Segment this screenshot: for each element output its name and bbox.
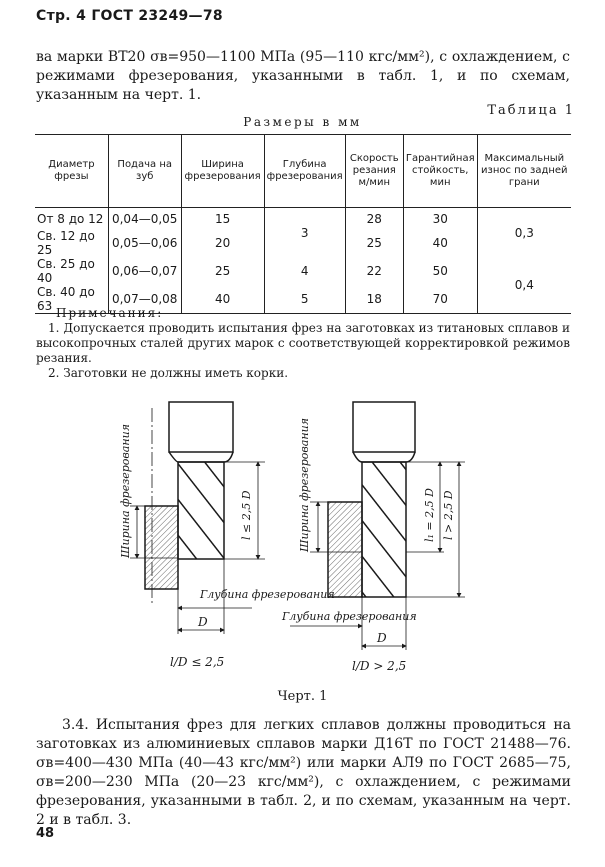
cell-life: 40 <box>402 229 478 257</box>
header-wear: Максимальный износ по задней грани <box>476 134 571 208</box>
note-item: 1. Допускается проводить испытания фрез … <box>36 321 570 365</box>
table-header-row: Диаметр фрезы Подача на зуб Ширина фрезе… <box>35 134 571 208</box>
depth-label: Глубина фрезерования <box>281 610 417 623</box>
cell-speed: 25 <box>344 229 404 257</box>
cell-life: 70 <box>402 285 478 314</box>
cell-speed: 18 <box>344 285 404 314</box>
cell-life: 30 <box>402 207 478 229</box>
cutter-shank <box>168 401 234 453</box>
table-title: Размеры в мм <box>243 115 362 129</box>
header-feed: Подача на зуб <box>107 134 182 208</box>
cutter-body <box>177 461 225 560</box>
cell-depth: 5 <box>263 285 346 314</box>
cell-depth: 3 <box>263 207 346 257</box>
workpiece <box>327 501 363 598</box>
left-scheme: Ширина фрезерования l ≤ 2,5 D Глубина фр… <box>119 401 335 669</box>
right-scheme: Ширина фрезерования l₁ = 2,5 D l > 2,5 D… <box>281 401 465 673</box>
header-life: Гарантийная стойкость, мин <box>402 134 478 208</box>
cell-width: 25 <box>180 257 265 285</box>
section-3-4-paragraph: 3.4. Испытания фрез для легких сплавов д… <box>36 717 571 828</box>
cell-width: 15 <box>180 207 265 229</box>
table-row: Св. 12 до 25 0,05—0,06 20 25 40 <box>35 229 571 257</box>
cell-speed: 22 <box>344 257 404 285</box>
d-label: D <box>197 615 208 629</box>
table-row: Св. 25 до 40 0,06—0,07 25 4 22 50 0,4 <box>35 257 571 314</box>
notes-title: Примечания: <box>56 306 164 320</box>
cell-width: 40 <box>180 285 265 314</box>
cell-diameter: От 8 до 12 <box>37 211 104 226</box>
l-label: l > 2,5 D <box>442 490 455 540</box>
page-header: Стр. 4 ГОСТ 23249—78 <box>36 8 223 24</box>
cutter-body <box>361 461 407 598</box>
cutter-neck <box>352 451 416 463</box>
workpiece <box>144 505 179 590</box>
ratio-label: l/D > 2,5 <box>352 659 406 673</box>
header-depth: Глубина фрезерования <box>263 134 346 208</box>
cell-depth: 4 <box>263 257 346 285</box>
table-row: От 8 до 12 0,04—0,05 15 3 28 30 0,3 <box>35 207 571 257</box>
cell-feed: 0,06—0,07 <box>107 257 182 285</box>
cell-feed: 0,07—0,08 <box>107 285 182 314</box>
cutter-neck <box>168 451 234 463</box>
cutting-modes-table: Диаметр фрезы Подача на зуб Ширина фрезе… <box>35 134 571 314</box>
cell-width: 20 <box>180 229 265 257</box>
l1-label: l₁ = 2,5 D <box>423 488 436 542</box>
header-width: Ширина фрезерования <box>180 134 265 208</box>
table-row: Св. 40 до 63 0,07—0,08 40 5 18 70 <box>35 285 571 314</box>
cell-diameter: Св. 40 до 63 <box>37 285 95 313</box>
table-notes: Примечания: 1. Допускается проводить исп… <box>36 306 570 381</box>
cell-diameter: Св. 25 до 40 <box>37 257 95 285</box>
milling-scheme-drawing: Ширина фрезерования l ≤ 2,5 D Глубина фр… <box>119 401 465 673</box>
cell-wear: 0,3 <box>476 207 571 257</box>
width-label: Ширина фрезерования <box>298 418 311 553</box>
page-number: 48 <box>36 826 55 841</box>
intro-paragraph: ва марки ВТ20 σв=950—1100 МПа (95—110 кг… <box>36 49 570 103</box>
d-label: D <box>376 631 387 645</box>
table-caption: Таблица 1 <box>487 103 575 118</box>
header-diameter: Диаметр фрезы <box>35 134 109 208</box>
cell-feed: 0,04—0,05 <box>107 207 182 229</box>
cell-wear: 0,4 <box>476 257 571 314</box>
l-label: l ≤ 2,5 D <box>240 490 253 540</box>
cell-speed: 28 <box>344 207 404 229</box>
width-label: Ширина фрезерования <box>119 424 132 559</box>
figure-caption: Черт. 1 <box>277 689 328 704</box>
header-speed: Скорость резания м/мин <box>344 134 404 208</box>
ratio-label: l/D ≤ 2,5 <box>170 655 224 669</box>
depth-label: Глубина фрезерования <box>199 588 335 601</box>
cell-diameter: Св. 12 до 25 <box>37 229 95 257</box>
note-item: 2. Заготовки не должны иметь корки. <box>48 366 289 380</box>
cutter-shank <box>352 401 416 453</box>
cell-feed: 0,05—0,06 <box>107 229 182 257</box>
cell-life: 50 <box>402 257 478 285</box>
